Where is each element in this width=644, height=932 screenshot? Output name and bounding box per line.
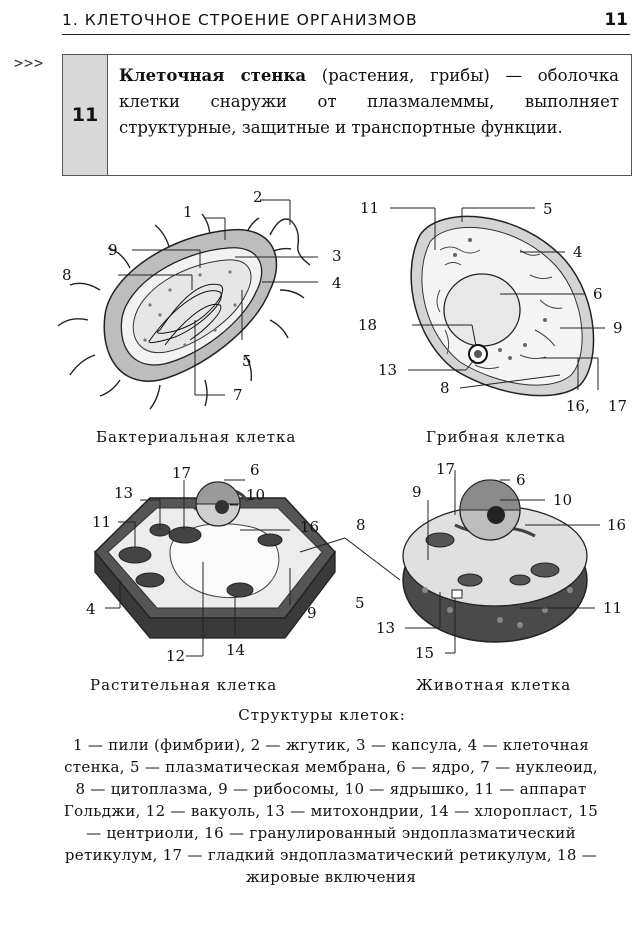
chapter-title: 1. КЛЕТОЧНОЕ СТРОЕНИЕ ОРГАНИЗМОВ xyxy=(62,11,418,29)
fungal-label-9: 9 xyxy=(613,319,623,337)
legend: 1 — пили (фимбрии), 2 — жгутик, 3 — капс… xyxy=(62,734,600,888)
bacterial-label-5: 5 xyxy=(242,352,252,370)
legend-item: 3 — капсула, xyxy=(356,736,462,754)
legend-item: 14 — хлоропласт, xyxy=(429,802,573,820)
info-box-number: 11 xyxy=(63,55,108,175)
legend-item: 12 — вакуоль, xyxy=(146,802,261,820)
legend-title: Структуры клеток: xyxy=(0,706,644,724)
bacterial-label-4: 4 xyxy=(332,274,342,292)
animal-label-10: 10 xyxy=(553,491,572,509)
legend-item: 9 — рибосомы, xyxy=(218,780,339,798)
fungal-label-4: 4 xyxy=(573,243,583,261)
plant-label-10: 10 xyxy=(246,486,265,504)
plant-label-9: 9 xyxy=(307,604,317,622)
legend-item: 17 — гладкий эндоплазматический ретикулу… xyxy=(163,846,552,864)
info-box: 11 Клеточная стенка (растения, грибы) — … xyxy=(62,54,632,176)
fungal-label-8: 8 xyxy=(440,379,450,397)
fungal-cell-figure: 11 5 4 6 18 9 13 8 16, 17 xyxy=(358,199,627,415)
caption-fungal: Грибная клетка xyxy=(426,428,566,446)
legend-item: 5 — плазматическая мембрана, xyxy=(130,758,391,776)
animal-label-16: 16 xyxy=(607,516,626,534)
plant-label-11: 11 xyxy=(92,513,111,531)
legend-item: 13 — митохондрии, xyxy=(265,802,424,820)
bacterial-cell-figure: 1 2 9 3 8 4 5 7 xyxy=(58,188,342,409)
caption-plant: Растительная клетка xyxy=(90,676,277,694)
bacterial-label-2: 2 xyxy=(253,188,263,206)
nav-marker: >>> xyxy=(14,54,44,72)
plant-label-16: 16 xyxy=(300,518,319,536)
bacterial-label-8: 8 xyxy=(62,266,72,284)
fungal-label-6: 6 xyxy=(593,285,603,303)
fungal-label-17: 17 xyxy=(608,397,627,415)
plant-label-12: 12 xyxy=(166,647,185,665)
info-box-term: Клеточная стенка xyxy=(119,66,306,85)
fungal-label-13: 13 xyxy=(378,361,397,379)
plant-cell-figure: 17 6 13 10 11 16 8 4 5 9 12 14 xyxy=(86,461,400,665)
animal-label-9: 9 xyxy=(412,483,422,501)
fungal-label-5: 5 xyxy=(543,200,553,218)
legend-item: 2 — жгутик, xyxy=(251,736,351,754)
fungal-label-11: 11 xyxy=(360,199,379,217)
legend-item: 1 — пили (фимбрии), xyxy=(73,736,246,754)
fungal-label-18: 18 xyxy=(358,316,377,334)
plant-label-4: 4 xyxy=(86,600,96,618)
plant-label-14: 14 xyxy=(226,641,245,659)
plant-label-6: 6 xyxy=(250,461,260,479)
animal-label-15: 15 xyxy=(415,644,434,662)
bacterial-label-7: 7 xyxy=(233,386,243,404)
animal-label-17: 17 xyxy=(436,460,455,478)
caption-bacterial: Бактериальная клетка xyxy=(96,428,296,446)
legend-item: 10 — ядрышко, xyxy=(345,780,470,798)
shared-label-5: 5 xyxy=(355,594,365,612)
animal-cell-figure: 17 6 9 10 16 11 13 15 xyxy=(376,460,626,662)
legend-item: 6 — ядро, xyxy=(396,758,475,776)
bacterial-label-3: 3 xyxy=(332,247,342,265)
plant-label-17: 17 xyxy=(172,464,191,482)
page-header: 1. КЛЕТОЧНОЕ СТРОЕНИЕ ОРГАНИЗМОВ 11 xyxy=(62,8,630,35)
animal-label-6: 6 xyxy=(516,471,526,489)
plant-label-13: 13 xyxy=(114,484,133,502)
info-box-text: Клеточная стенка (растения, грибы) — обо… xyxy=(119,63,619,141)
page-number: 11 xyxy=(604,10,628,30)
legend-item: 8 — цитоплазма, xyxy=(75,780,213,798)
bacterial-label-9: 9 xyxy=(108,241,118,259)
animal-label-13: 13 xyxy=(376,619,395,637)
fungal-label-16: 16, xyxy=(566,397,590,415)
legend-item: 7 — нуклеоид, xyxy=(480,758,598,776)
animal-label-11: 11 xyxy=(603,599,622,617)
bacterial-label-1: 1 xyxy=(183,203,193,221)
shared-label-8: 8 xyxy=(356,516,366,534)
caption-animal: Животная клетка xyxy=(416,676,571,694)
